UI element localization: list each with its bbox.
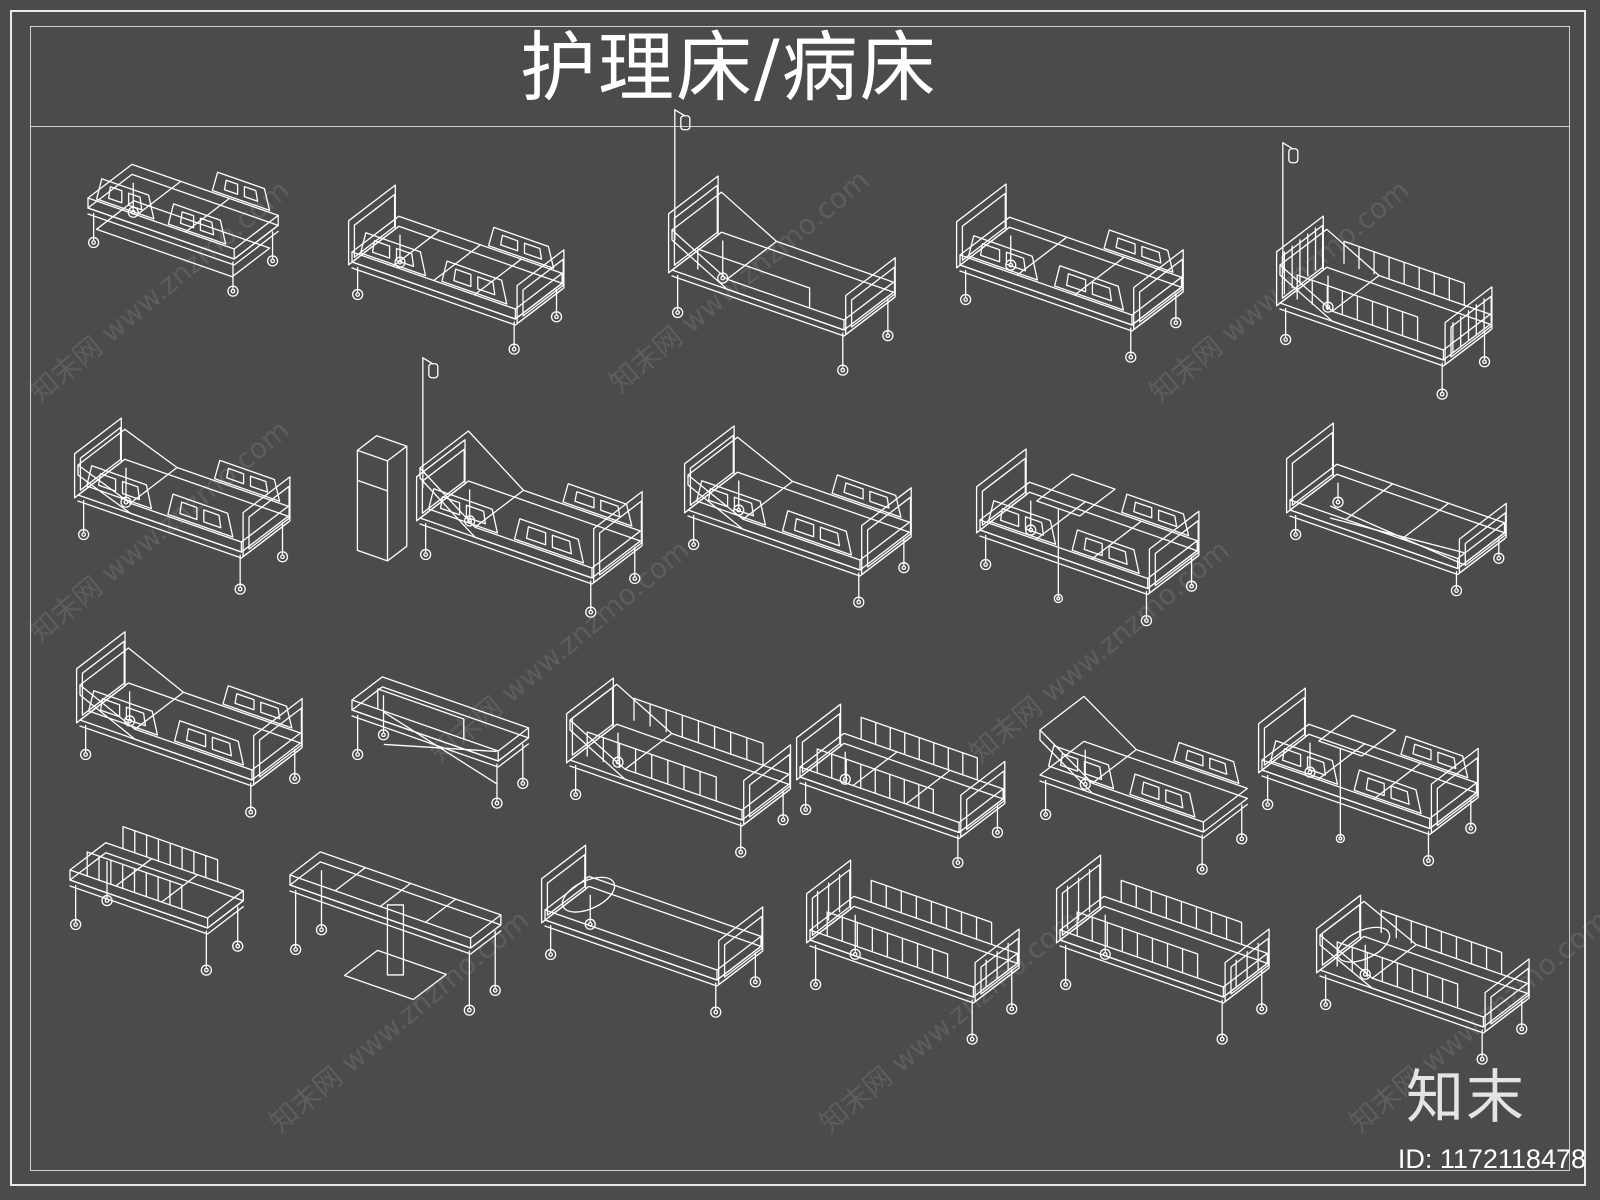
operating-table [289,851,502,1016]
bed-compact-electric-rails [795,703,1006,869]
bed-electric-rounded-rails [683,425,912,608]
bed-manual-with-iv-pole [667,109,896,376]
bed-with-bedside-cabinet-and-iv-pole [356,357,643,618]
stretcher-scissor-base [351,676,530,809]
bed-stretcher-with-rails [87,163,279,297]
title-divider [30,126,1570,127]
stretcher-tabletop-legs [69,826,244,976]
bed-with-pillow-rails [1315,894,1530,1065]
bed-slatted-rails [565,677,792,858]
brand-logo: 知末 [1406,1063,1527,1131]
page-title: 护理床/病床 [520,23,938,112]
bed-manual-pillow [540,844,764,1018]
bed-simple-frame [1055,854,1270,1045]
bed-electric-with-tray [1257,687,1479,867]
bed-electric-bent-profile [73,417,291,595]
bed-low-electric [1285,422,1507,597]
bed-reclining-chair [1039,695,1249,875]
bed-electric-split-rails [955,183,1184,363]
image-id-label: ID: 1172118478 [1397,1144,1586,1174]
bed-with-overbed-table [975,448,1200,627]
inner-frame [30,26,1570,1171]
bed-electric-rounded-headboard [75,631,303,818]
bed-electric-three-section [347,184,565,355]
outer-frame [10,10,1586,1186]
bed-with-iv-pole-and-vertical-rail [1275,142,1493,400]
bed-with-side-table-slatted [805,859,1020,1045]
